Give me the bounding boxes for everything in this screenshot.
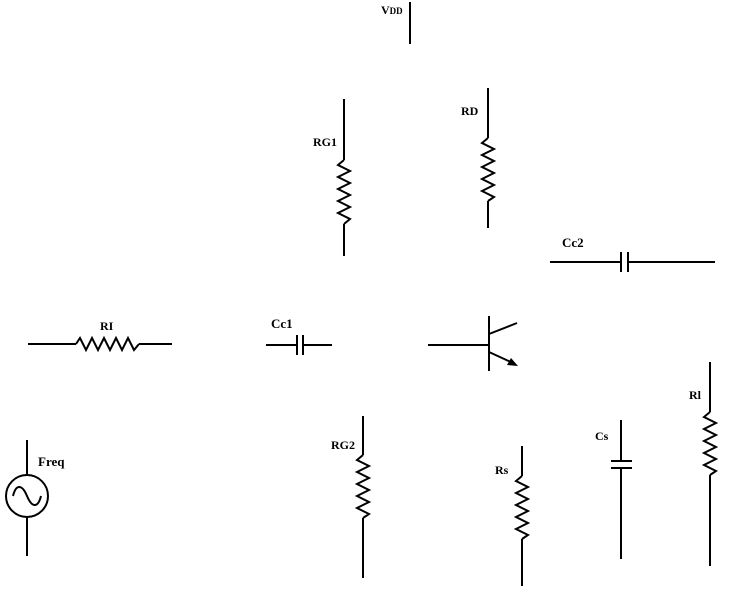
resistor-rd[interactable]: RD [461,88,497,228]
transistor[interactable] [428,316,518,371]
resistor-rg1[interactable]: RG1 [313,99,353,256]
cc2-label: Cc2 [562,235,584,250]
emitter-arrow-icon [507,358,518,366]
ri-label: RI [100,319,114,333]
ac-source[interactable]: Freq [5,440,65,556]
vdd-label: VDD [381,3,403,17]
rd-label: RD [461,104,479,118]
capacitor-cc2[interactable]: Cc2 [550,235,715,272]
sine-wave-icon [12,486,42,506]
rl-label: Rl [689,388,702,402]
cc1-label: Cc1 [271,316,293,331]
resistor-rg2[interactable]: RG2 [331,416,372,578]
cs-label: Cs [595,429,609,443]
capacitor-cs[interactable]: Cs [595,420,632,559]
rs-label: Rs [495,463,509,477]
rg2-label: RG2 [331,438,355,452]
resistor-rl[interactable]: Rl [689,362,719,566]
capacitor-cc1[interactable]: Cc1 [266,316,332,355]
vdd-supply[interactable]: VDD [381,2,411,44]
rg1-label: RG1 [313,135,337,149]
resistor-rs[interactable]: Rs [495,446,531,586]
resistor-ri[interactable]: RI [28,319,172,353]
freq-label: Freq [38,454,65,469]
